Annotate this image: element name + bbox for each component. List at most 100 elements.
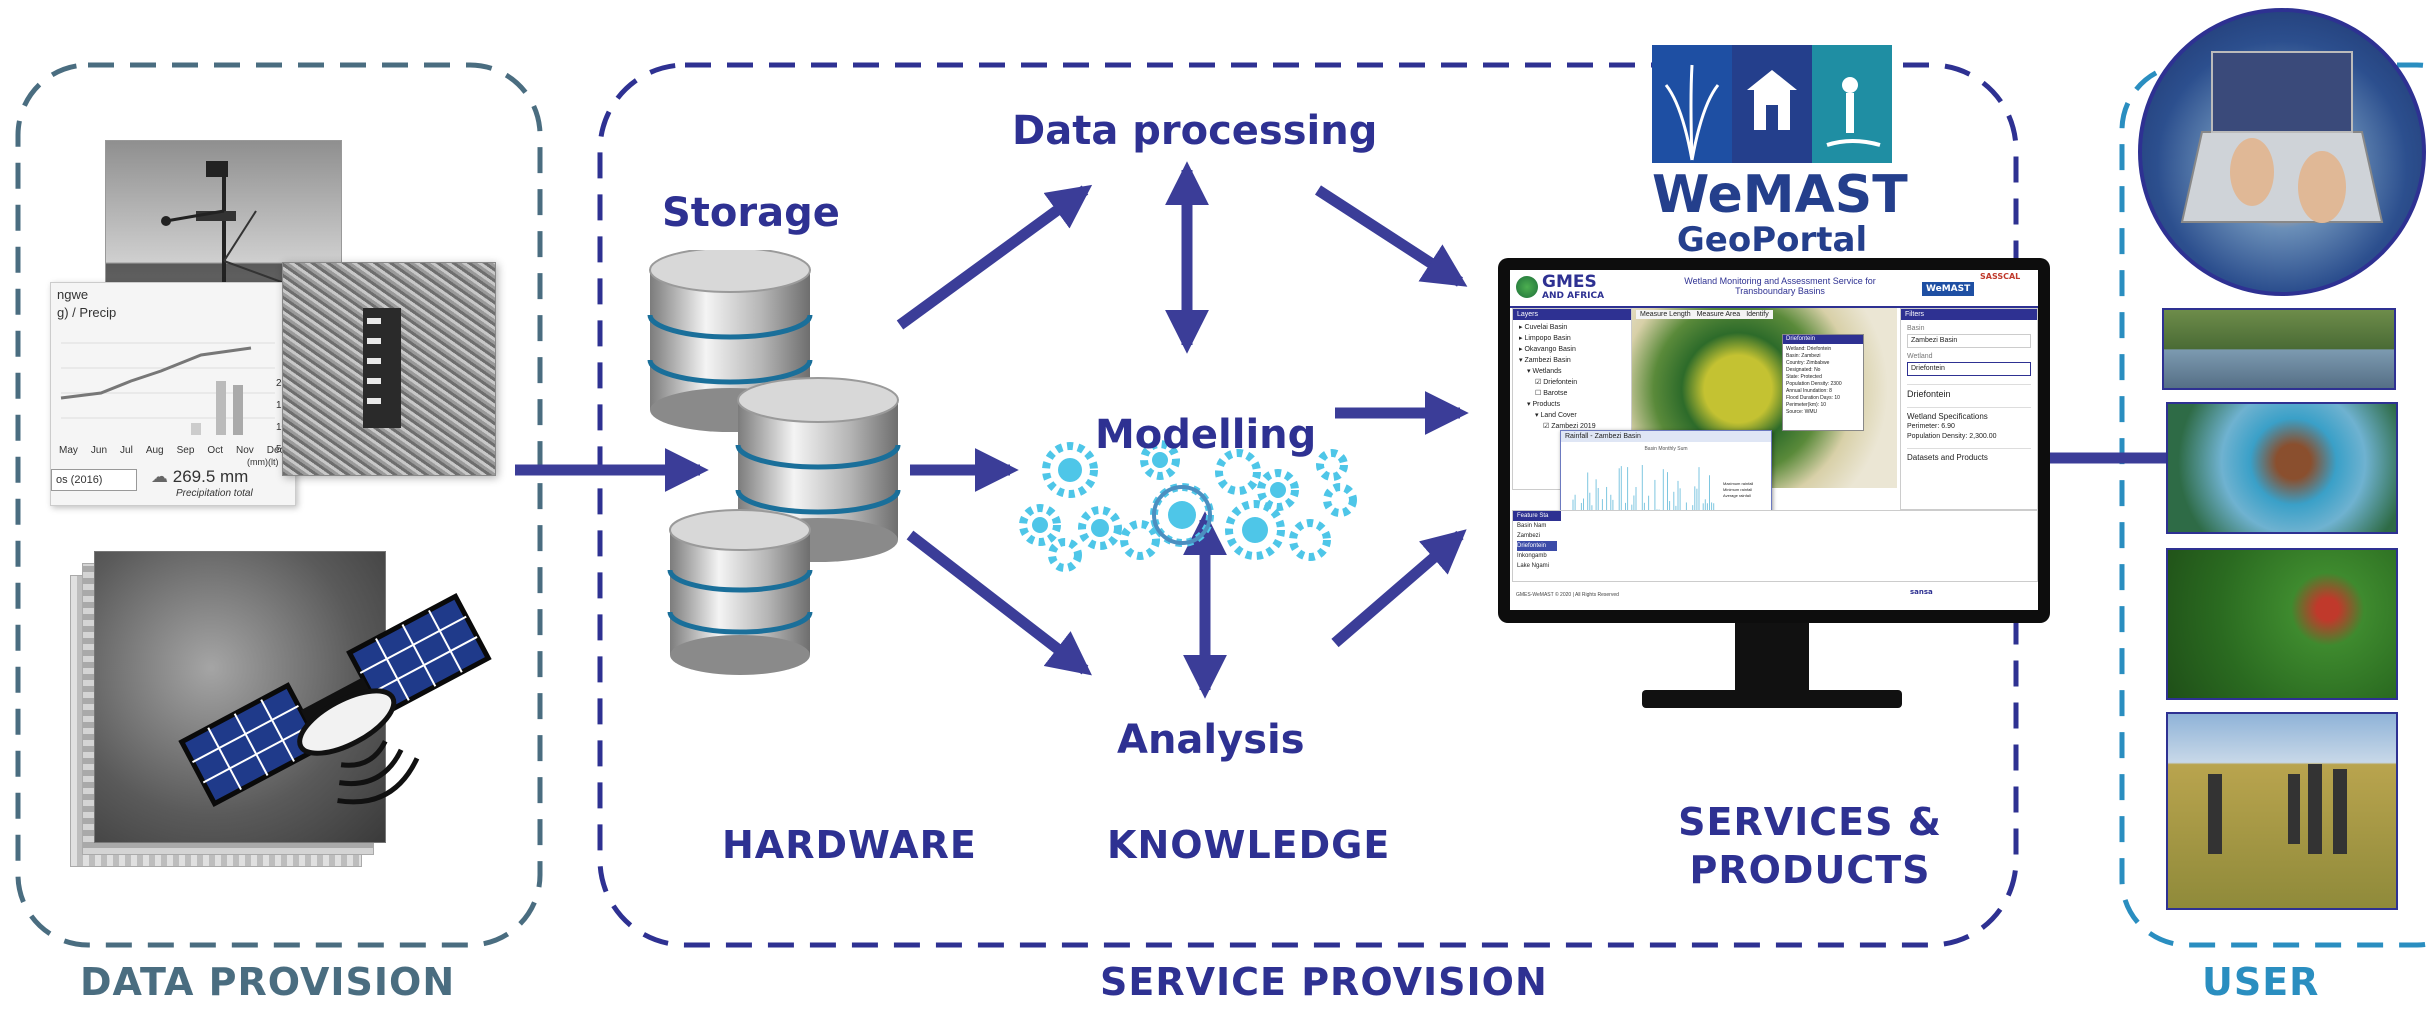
- user-photo-water-splash: [2166, 402, 2398, 534]
- wemast-name: WeMAST: [1652, 165, 1908, 225]
- wetland-spec-title[interactable]: Wetland Specifications: [1907, 407, 2031, 422]
- service-provision-title: SERVICE PROVISION: [1100, 960, 1548, 1004]
- chart-thumb-subheader: g) / Precip: [57, 305, 117, 320]
- wetland-population: Population Density: 2,300.00: [1907, 433, 1997, 440]
- legend-item: Maximum rainfall: [1723, 481, 1754, 486]
- layers-list: ▸ Cuvelai Basin ▸ Limpopo Basin ▸ Okavan…: [1513, 320, 1631, 434]
- africa-globe-icon: [1516, 276, 1538, 298]
- filters-panel: Filters Basin Zambezi Basin Wetland Drie…: [1900, 308, 2038, 510]
- popup-body: Wetland: Driefontein Basin: Zambezi Coun…: [1783, 344, 1863, 418]
- data-processing-label: Data processing: [1012, 108, 1378, 154]
- chart-thumb-header: ngwe: [57, 287, 89, 302]
- rainfall-chart-subtitle: Basin Monthly Sum: [1644, 446, 1688, 452]
- feature-popup: Driefontein Wetland: Driefontein Basin: …: [1782, 334, 1864, 431]
- popup-line: Designated: No: [1786, 367, 1821, 373]
- chart-thumb-tag: os (2016): [51, 469, 137, 491]
- layer-label: Land Cover: [1540, 412, 1577, 419]
- modelling-label: Modelling: [1095, 412, 1317, 458]
- layers-panel-title: Layers: [1513, 309, 1631, 320]
- filter-wetland-label: Wetland: [1907, 353, 1933, 360]
- geoportal-title: Wetland Monitoring and Assessment Servic…: [1660, 276, 1900, 296]
- month-label: Nov: [235, 445, 254, 456]
- rainfall-chart-title: Rainfall - Zambezi Basin: [1561, 431, 1771, 442]
- field-team-icon: [2208, 764, 2347, 854]
- month-label: Aug: [145, 445, 164, 456]
- month-label: May: [59, 445, 78, 456]
- identify-tool[interactable]: Identify: [1746, 311, 1769, 318]
- table-row[interactable]: Zambezi: [1517, 533, 1541, 539]
- hardware-caption: HARDWARE: [722, 823, 977, 867]
- wemast-emblem: [1652, 45, 1892, 163]
- month-label: Jun: [90, 445, 108, 456]
- filter-basin-label: Basin: [1907, 325, 1925, 332]
- geoportal-brand: GMES: [1542, 272, 1597, 292]
- arrow-analysis-to-geoportal: [1331, 529, 1467, 648]
- layer-label: Limpopo Basin: [1524, 335, 1571, 342]
- layer-item[interactable]: ☑ Driefontein: [1535, 379, 1578, 386]
- analysis-label: Analysis: [1117, 717, 1305, 763]
- layer-label: Zambezi Basin: [1524, 357, 1571, 364]
- user-photo-field-team: [2166, 712, 2398, 910]
- user-photo-canoe: [2162, 308, 2396, 390]
- user-avatar-photo: [2138, 8, 2426, 296]
- sansa-logo: sansa: [1910, 588, 1933, 596]
- popup-title: Driefontein: [1783, 335, 1863, 344]
- layer-item[interactable]: ☑ Zambezi 2019: [1543, 423, 1596, 430]
- popup-line: Wetland: Driefontein: [1786, 346, 1832, 352]
- layer-item[interactable]: ▸ Cuvelai Basin: [1519, 324, 1568, 331]
- table-row[interactable]: Lake Ngami: [1517, 563, 1550, 569]
- precipitation-value-row: ☁ 269.5 mm: [151, 467, 248, 487]
- month-label: Dec: [266, 445, 285, 456]
- precipitation-value: 269.5 mm: [172, 467, 249, 486]
- layer-item[interactable]: ▾ Zambezi Basin: [1519, 357, 1571, 364]
- precipitation-chart-thumb: ngwe g) / Precip 200 150 100 50 May Jun …: [50, 282, 296, 506]
- geoportal-screen: GMES AND AFRICA Wetland Monitoring and A…: [1510, 270, 2038, 610]
- datasets-link[interactable]: Datasets and Products: [1907, 448, 2031, 463]
- popup-line: Country: Zimbabwe: [1786, 360, 1830, 366]
- partner-logo: SASSCAL: [1980, 272, 2021, 281]
- geoportal-title-line1: Wetland Monitoring and Assessment Servic…: [1684, 276, 1876, 286]
- precipitation-mini-chart: [60, 342, 275, 435]
- legend-item: Minimum rainfall: [1723, 487, 1753, 492]
- filter-wetland-select[interactable]: Driefontein: [1907, 362, 2031, 376]
- cloud-icon: ☁: [151, 467, 168, 486]
- filter-basin-select[interactable]: Zambezi Basin: [1907, 334, 2031, 348]
- services-products-caption: SERVICES & PRODUCTS: [1670, 798, 1950, 894]
- user-frame: [2119, 62, 2433, 948]
- popup-line: State: Protected: [1786, 374, 1822, 380]
- arrow-storage-to-processing: [896, 184, 1093, 330]
- chart-thumb-legend: (mm)(lt): [247, 457, 279, 467]
- popup-line: Perimeter(km): 10: [1786, 402, 1827, 408]
- popup-line: Flood Duration Days: 10: [1786, 395, 1840, 401]
- layer-item[interactable]: ▸ Okavango Basin: [1519, 346, 1576, 353]
- layer-item[interactable]: ▾ Wetlands: [1527, 368, 1562, 375]
- layer-label: Barotse: [1543, 390, 1568, 397]
- feature-table-header: Feature Sta: [1513, 511, 1561, 521]
- popup-line: Annual Inundation: 8: [1786, 388, 1832, 394]
- layer-item[interactable]: ☐ Barotse: [1535, 390, 1568, 397]
- axis-tick: 50: [276, 439, 293, 461]
- feature-table: Feature Sta Basin Nam Zambezi Driefontei…: [1512, 510, 2038, 582]
- modelling-gears-icon: [1019, 440, 1357, 572]
- table-row[interactable]: Basin Nam: [1517, 523, 1547, 529]
- measure-area-tool[interactable]: Measure Area: [1696, 311, 1741, 318]
- layer-label: Driefontein: [1543, 379, 1578, 386]
- user-photo-farming: [2166, 548, 2398, 700]
- table-row[interactable]: Driefontein: [1517, 541, 1557, 551]
- map-toolbar: Measure Length Measure Area Identify: [1636, 310, 1773, 319]
- layer-label: Products: [1532, 401, 1561, 408]
- geoportal-header: GMES AND AFRICA Wetland Monitoring and A…: [1510, 270, 2038, 308]
- measure-length-tool[interactable]: Measure Length: [1640, 311, 1691, 318]
- gauge-post-icon: [363, 308, 401, 428]
- layer-item[interactable]: ▾ Products: [1527, 401, 1561, 408]
- table-row[interactable]: Inkongamb: [1517, 553, 1547, 559]
- arrow-storage-to-analysis: [906, 530, 1092, 676]
- layer-label: Wetlands: [1532, 368, 1562, 375]
- geoportal-footer: GMES-WeMAST © 2020 | All Rights Reserved: [1516, 592, 1619, 598]
- layer-item[interactable]: ▾ Land Cover: [1535, 412, 1577, 419]
- layer-item[interactable]: ▸ Limpopo Basin: [1519, 335, 1571, 342]
- popup-line: Population Density: 2300: [1786, 381, 1842, 387]
- legend-item: Average rainfall: [1723, 493, 1751, 498]
- precipitation-caption: Precipitation total: [176, 488, 253, 499]
